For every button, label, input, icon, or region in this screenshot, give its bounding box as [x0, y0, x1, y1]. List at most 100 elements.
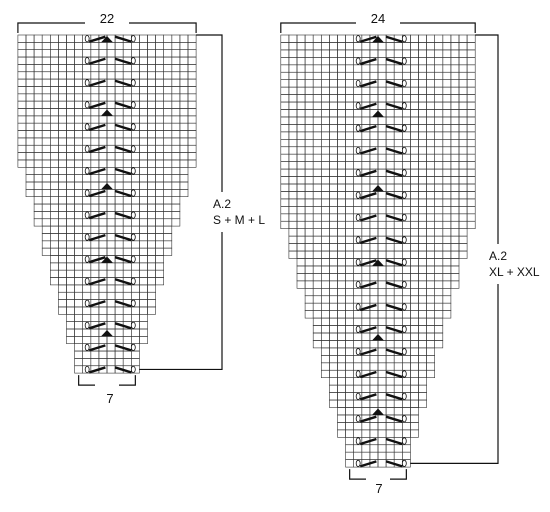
slash-stitch: [385, 370, 403, 379]
grid-cell: [163, 203, 173, 212]
grid-cell: [147, 108, 156, 117]
grid-cell: [401, 310, 411, 319]
grid-cell: [25, 144, 35, 153]
grid-cell: [434, 131, 444, 140]
grid-cell: [131, 269, 140, 278]
grid-cell: [337, 317, 346, 326]
grid-cell: [139, 130, 148, 139]
grid-cell: [114, 269, 124, 278]
grid-cell: [320, 57, 330, 66]
grid-cell: [361, 183, 371, 192]
grid-cell: [320, 332, 330, 341]
grid-cell: [312, 131, 322, 140]
grid-cell: [122, 203, 132, 212]
grid-cell: [410, 49, 419, 58]
grid-cell: [33, 159, 43, 168]
slash-stitch: [385, 57, 403, 66]
grid-cell: [418, 146, 427, 155]
eyelet-oval: [355, 325, 361, 333]
grid-cell: [377, 377, 387, 386]
eyelet-oval: [355, 236, 361, 244]
grid-cell: [58, 108, 67, 117]
grid-cell: [66, 211, 75, 220]
grid-cell: [58, 189, 67, 198]
grid-cell: [329, 295, 338, 304]
grid-cell: [25, 152, 35, 161]
grid-cell: [122, 328, 132, 337]
grid-cell: [337, 325, 346, 334]
eyelet-oval: [401, 392, 407, 400]
grid-cell: [139, 233, 148, 242]
grid-cell: [131, 203, 140, 212]
slash-stitch: [88, 101, 106, 109]
grid-cell: [353, 265, 363, 274]
grid-cell: [466, 34, 476, 43]
grid-cell: [426, 34, 436, 43]
grid-cell: [345, 407, 355, 416]
grid-cell: [410, 206, 419, 215]
grid-cell: [58, 86, 67, 95]
grid-cell: [377, 429, 387, 438]
grid-cell: [345, 310, 355, 319]
grid-cell: [114, 71, 124, 80]
grid-cell: [58, 291, 67, 300]
grid-cell: [296, 124, 306, 133]
grid-cell: [179, 167, 189, 175]
eyelet-oval: [130, 167, 136, 175]
grid-cell: [410, 86, 419, 95]
grid-cell: [426, 94, 436, 103]
grid-cell: [418, 213, 427, 222]
grid-cell: [74, 211, 83, 220]
grid-cell: [466, 131, 476, 140]
grid-cell: [155, 130, 165, 139]
grid-cell: [369, 220, 379, 229]
grid-cell: [410, 34, 419, 43]
grid-cell: [369, 64, 379, 73]
grid-cell: [377, 436, 387, 446]
grid-cell: [369, 265, 379, 274]
grid-cell: [361, 94, 371, 103]
grid-cell: [369, 153, 379, 162]
grid-cell: [147, 247, 156, 256]
grid-cell: [369, 377, 379, 386]
eyelet-oval: [84, 123, 90, 131]
slash-stitch: [88, 123, 106, 132]
grid-cell: [139, 56, 148, 65]
grid-cell: [442, 235, 452, 244]
grid-cell: [418, 235, 427, 244]
grid-cell: [171, 130, 181, 139]
eyelet-oval: [401, 169, 407, 177]
grid-cell: [98, 358, 108, 367]
grid-cell: [442, 206, 452, 215]
grid-cell: [312, 42, 322, 51]
grid-cell: [458, 235, 468, 244]
grid-cell: [288, 71, 298, 80]
grid-cell: [66, 269, 75, 278]
grid-cell: [345, 235, 355, 244]
grid-cell: [66, 122, 75, 131]
eyelet-oval: [401, 35, 407, 43]
grid-cell: [353, 220, 363, 229]
grid-cell: [58, 56, 67, 65]
grid-cell: [171, 159, 181, 168]
grid-cell: [458, 213, 468, 222]
grid-cell: [17, 64, 27, 73]
slash-stitch: [114, 167, 132, 176]
grid-cell: [66, 167, 75, 175]
grid-cell: [353, 250, 363, 259]
grid-cell: [434, 295, 444, 304]
grid-cell: [82, 262, 92, 271]
grid-cell: [418, 243, 427, 252]
grid-cell: [33, 42, 43, 50]
grid-cell: [329, 220, 338, 229]
grid-cell: [337, 34, 346, 43]
grid-cell: [304, 213, 314, 222]
grid-cell: [434, 310, 444, 319]
grid-cell: [410, 220, 419, 229]
grid-cell: [410, 79, 419, 88]
grid-cell: [58, 306, 67, 315]
grid-cell: [41, 130, 51, 139]
grid-cell: [401, 71, 411, 80]
grid-cell: [131, 71, 140, 80]
